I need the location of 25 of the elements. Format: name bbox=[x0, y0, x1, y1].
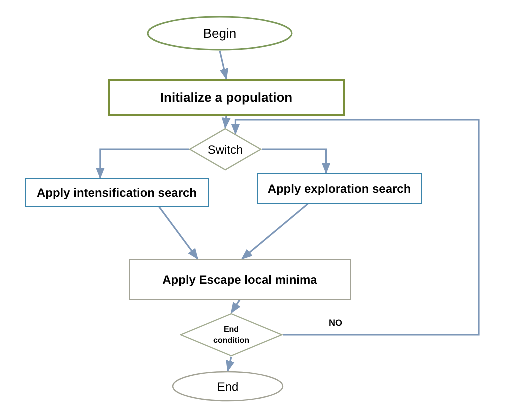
arrow bbox=[219, 50, 229, 80]
arrow bbox=[158, 206, 198, 260]
arrow bbox=[262, 148, 331, 174]
node-label: Begin bbox=[203, 24, 237, 43]
node-label: Apply exploration search bbox=[268, 180, 412, 198]
decision-diamond bbox=[180, 313, 283, 357]
arrow bbox=[222, 116, 231, 130]
arrow bbox=[96, 148, 189, 180]
decision-diamond bbox=[189, 128, 262, 171]
node-label: End condition bbox=[212, 324, 250, 346]
end-ellipse bbox=[172, 371, 284, 402]
arrow bbox=[226, 356, 235, 372]
arrow bbox=[231, 119, 480, 336]
node-label: Initialize a population bbox=[160, 88, 293, 107]
arrow bbox=[230, 300, 241, 314]
process-box bbox=[257, 173, 422, 204]
start-ellipse bbox=[147, 16, 293, 51]
process-box bbox=[108, 79, 345, 116]
process-box bbox=[25, 178, 209, 207]
node-label: Apply Escape local minima bbox=[162, 272, 318, 288]
node-label: Switch bbox=[208, 142, 244, 158]
process-box bbox=[129, 259, 351, 300]
arrow bbox=[241, 203, 309, 260]
node-label: Apply intensification search bbox=[36, 184, 198, 202]
node-label: End bbox=[217, 378, 239, 396]
